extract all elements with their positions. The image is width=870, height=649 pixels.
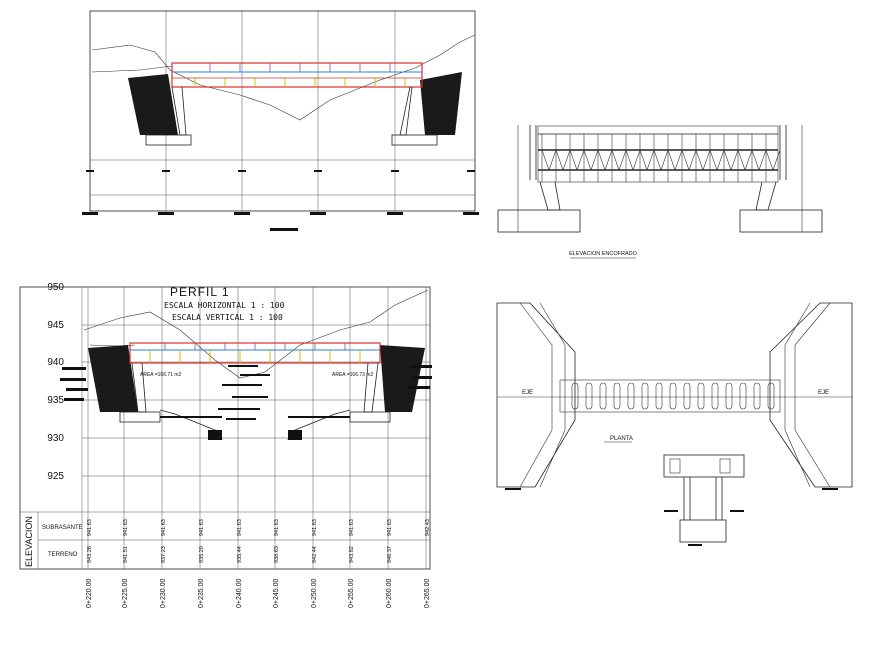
elevation-table-values: 941.63 941.63 941.63 941.63 941.63 941.63 941.… (87, 519, 431, 563)
station-label: 0+225.00 (122, 579, 129, 608)
station-label: 0+250.00 (311, 579, 318, 608)
elev-930: 930 (47, 433, 64, 444)
deck (171, 62, 423, 88)
station-label: 0+260.00 (386, 579, 393, 608)
elev-950: 950 (47, 282, 64, 293)
subrasante-value: 941.63 (312, 519, 318, 536)
terreno-value: 941.51 (123, 546, 129, 563)
terreno-value: 935.44 (237, 546, 243, 563)
terreno-value: 943.82 (349, 546, 355, 563)
subrasante-value: 941.63 (274, 519, 280, 536)
elevacion-label: ELEVACION (24, 516, 34, 567)
area-right: AREA =166.73 m2 (332, 372, 373, 378)
profile-title: PERFIL 1 (170, 285, 230, 299)
profile-left-embankment (88, 345, 138, 412)
row-subrasante: SUBRASANTE (42, 525, 83, 531)
terreno-value: 937.23 (161, 546, 167, 563)
top-elevation-view (82, 10, 479, 231)
subrasante-value: 941.63 (87, 519, 93, 536)
subrasante-value: 942.43 (425, 519, 431, 536)
elev-940: 940 (47, 357, 64, 368)
subrasante-value: 941.63 (349, 519, 355, 536)
subrasante-value: 941.63 (387, 519, 393, 536)
elev-935: 935 (47, 395, 64, 406)
profile-right-embankment (380, 345, 425, 412)
row-terreno: TERRENO (48, 552, 78, 558)
planta-title: PLANTA (610, 436, 633, 442)
profile-scale-v: ESCALA VERTICAL 1 : 100 (172, 313, 283, 322)
station-label: 0+220.00 (86, 579, 93, 608)
station-labels: 0+220.00 0+225.00 0+230.00 0+235.00 0+240.00… (86, 579, 431, 608)
plan-view: EJE EJE PLANTA (496, 302, 853, 546)
station-label: 0+230.00 (160, 579, 167, 608)
station-label: 0+265.00 (424, 579, 431, 608)
terreno-value: 935.20 (199, 546, 205, 563)
elevation-axis: 950 945 940 935 930 925 (47, 282, 64, 482)
profile-scale-h: ESCALA HORIZONTAL 1 : 100 (164, 301, 285, 310)
station-label: 0+245.00 (273, 579, 280, 608)
eje-left: EJE (522, 390, 533, 396)
eje-right: EJE (818, 390, 829, 396)
elev-925: 925 (47, 471, 64, 482)
station-label: 0+235.00 (198, 579, 205, 608)
area-left: AREA =166.71 m2 (140, 372, 181, 378)
left-embankment (128, 74, 178, 135)
terreno-value: 942.44 (312, 546, 318, 563)
elev-945: 945 (47, 320, 64, 331)
encofrado-title: ELEVACION ENCOFRADO (569, 251, 637, 257)
terreno-value: 946.37 (387, 546, 393, 563)
profile-view: 950 945 940 935 930 925 PERFIL 1 ESCALA … (19, 282, 432, 608)
subrasante-value: 941.63 (199, 519, 205, 536)
station-label: 0+255.00 (348, 579, 355, 608)
subrasante-value: 941.63 (161, 519, 167, 536)
subrasante-value: 941.63 (237, 519, 243, 536)
formwork-elevation-view: ELEVACION ENCOFRADO (497, 125, 823, 259)
subrasante-value: 941.63 (123, 519, 129, 536)
right-embankment (420, 72, 462, 135)
terreno-value: 938.63 (274, 546, 280, 563)
terreno-value: 943.28 (87, 546, 93, 563)
station-label: 0+240.00 (236, 579, 243, 608)
